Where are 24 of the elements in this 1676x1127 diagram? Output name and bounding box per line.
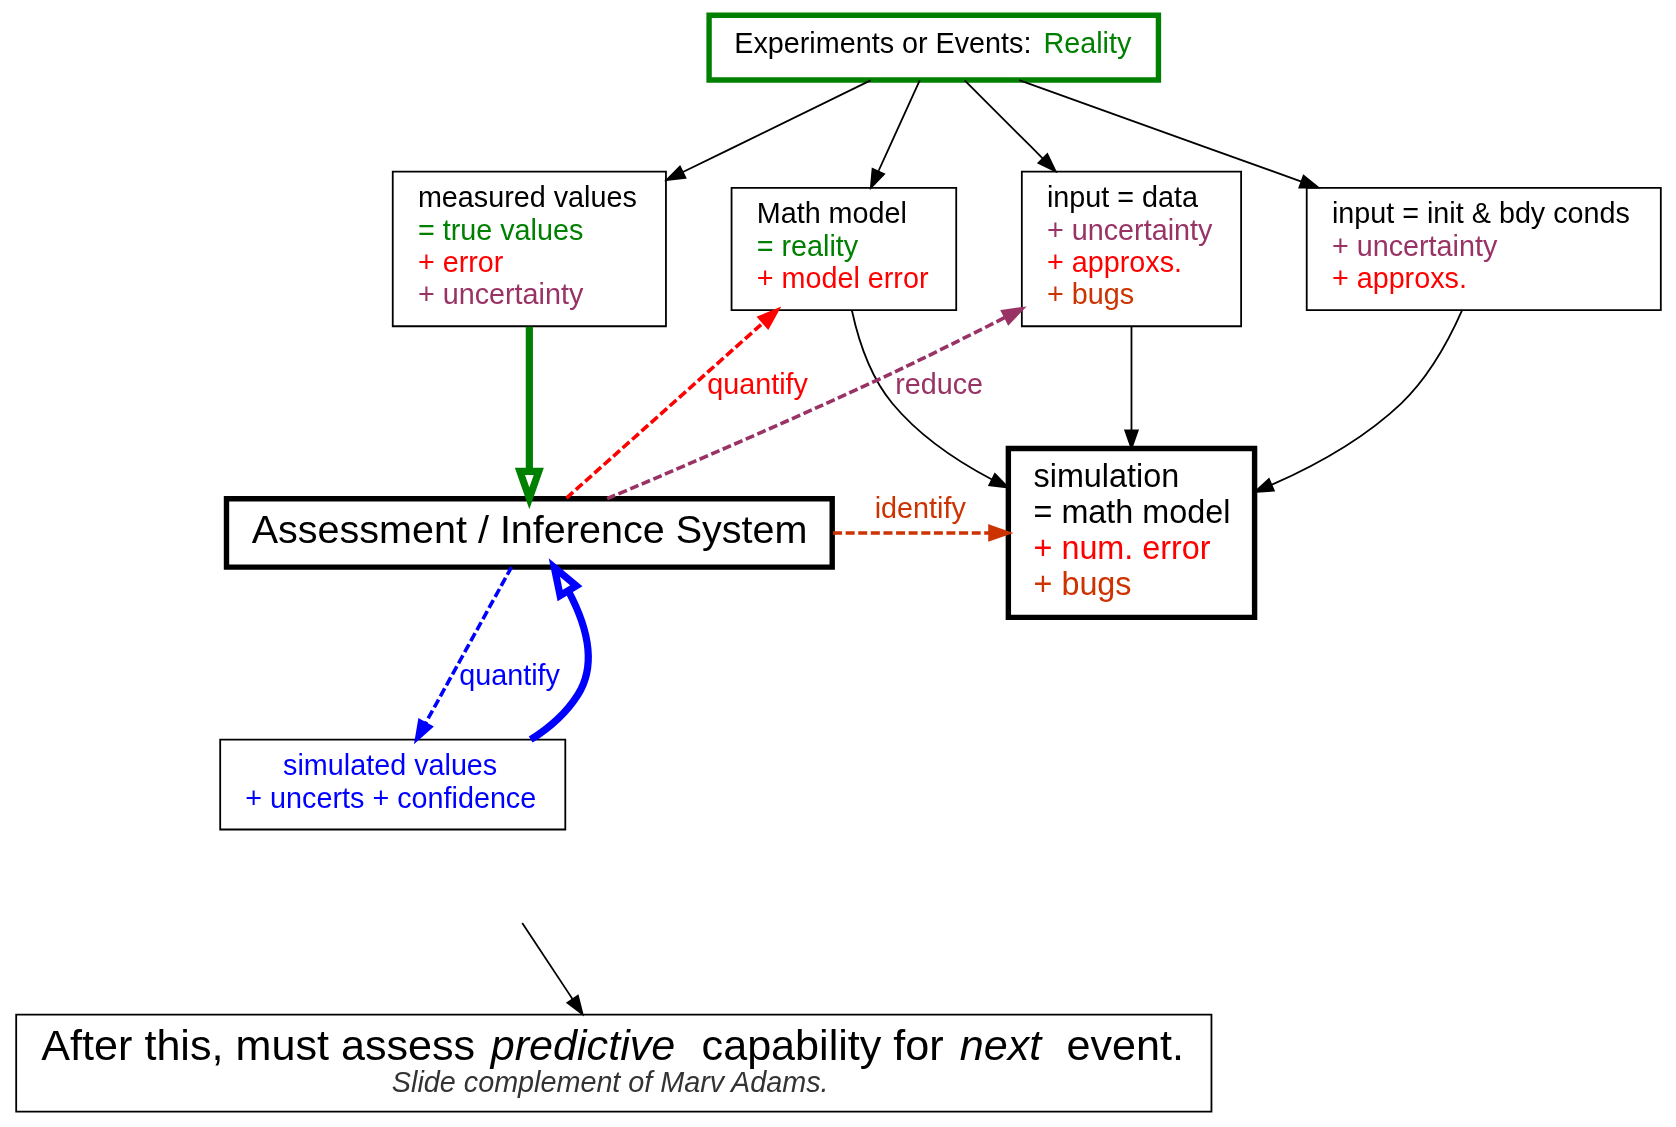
node-box: Assessment / Inference System (223, 496, 835, 570)
edge-label: identify (874, 492, 966, 525)
arrow (605, 306, 1027, 501)
arrow (963, 79, 1058, 174)
arrow (520, 922, 584, 1017)
edge-label: reduce (894, 368, 983, 401)
edge-label: quantify (706, 368, 808, 401)
node-box: Math model = reality + model error (730, 186, 957, 311)
node-box: measured values = true values + error + uncertainty (391, 170, 667, 328)
arrow (564, 306, 781, 500)
node-box: input = data + uncertainty + approxs. + bugs (1020, 170, 1242, 328)
arrow (528, 558, 592, 743)
node-box: simulation = math model + num. error + bugs (1005, 445, 1257, 621)
arrow (869, 79, 921, 191)
node-box: input = init & bdy conds + uncertainty + approxs. (1305, 186, 1662, 311)
node-box: After this, must assess predictive capability for next event. Slide complement of Marv Adams. (14, 1013, 1212, 1113)
node-box: simulated values + uncerts + confidence (218, 738, 566, 831)
arrow (832, 524, 1013, 542)
edge-label: quantify (458, 659, 560, 692)
arrow (1017, 79, 1321, 189)
arrow (514, 326, 544, 510)
arrow (663, 79, 871, 182)
arrow (413, 566, 513, 745)
node-box: Experiments or Events: Reality (705, 12, 1161, 83)
